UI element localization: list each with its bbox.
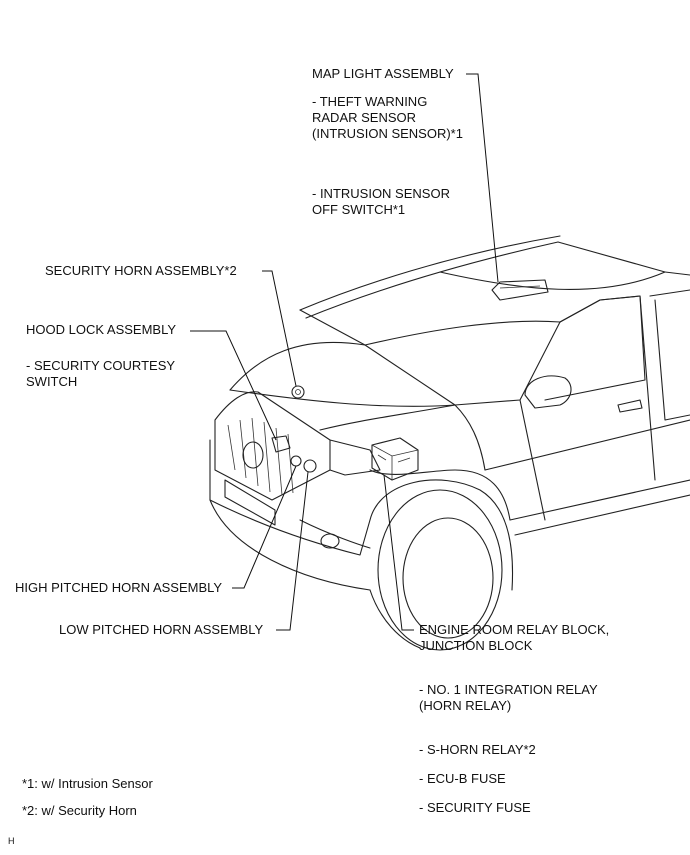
corner-mark: H bbox=[8, 836, 15, 846]
hood-lock-part bbox=[271, 435, 291, 453]
map-light-assembly-label: MAP LIGHT ASSEMBLY bbox=[312, 66, 454, 81]
integration-relay-label: - NO. 1 INTEGRATION RELAY (HORN RELAY) bbox=[419, 682, 598, 713]
map-light-assembly-part bbox=[491, 279, 549, 301]
theft-warning-radar-sensor-label: - THEFT WARNING RADAR SENSOR (INTRUSION … bbox=[312, 94, 463, 141]
security-courtesy-switch-label: - SECURITY COURTESY SWITCH bbox=[26, 358, 176, 389]
leader-lines bbox=[190, 73, 499, 631]
engine-room-relay-block-label: ENGINE ROOM RELAY BLOCK, JUNCTION BLOCK bbox=[419, 622, 610, 653]
high-horn-part bbox=[290, 455, 302, 467]
low-horn-part bbox=[303, 459, 317, 473]
ecu-b-fuse-label: - ECU-B FUSE bbox=[419, 771, 506, 786]
security-fuse-label: - SECURITY FUSE bbox=[419, 800, 531, 815]
s-horn-relay-label: - S-HORN RELAY*2 bbox=[419, 742, 536, 757]
security-horn-part bbox=[291, 385, 305, 399]
intrusion-sensor-off-switch-label: - INTRUSION SENSOR OFF SWITCH*1 bbox=[312, 186, 450, 217]
footnote-intrusion-sensor: *1: w/ Intrusion Sensor bbox=[22, 776, 153, 791]
footnote-security-horn: *2: w/ Security Horn bbox=[22, 803, 137, 818]
low-pitched-horn-assembly-label: LOW PITCHED HORN ASSEMBLY bbox=[59, 622, 264, 637]
vehicle-body bbox=[209, 235, 690, 651]
high-pitched-horn-assembly-label: HIGH PITCHED HORN ASSEMBLY bbox=[15, 580, 223, 595]
engine-room-relay-block-part bbox=[371, 437, 419, 481]
hood-lock-assembly-label: HOOD LOCK ASSEMBLY bbox=[26, 322, 177, 337]
security-horn-assembly-label: SECURITY HORN ASSEMBLY*2 bbox=[45, 263, 237, 278]
